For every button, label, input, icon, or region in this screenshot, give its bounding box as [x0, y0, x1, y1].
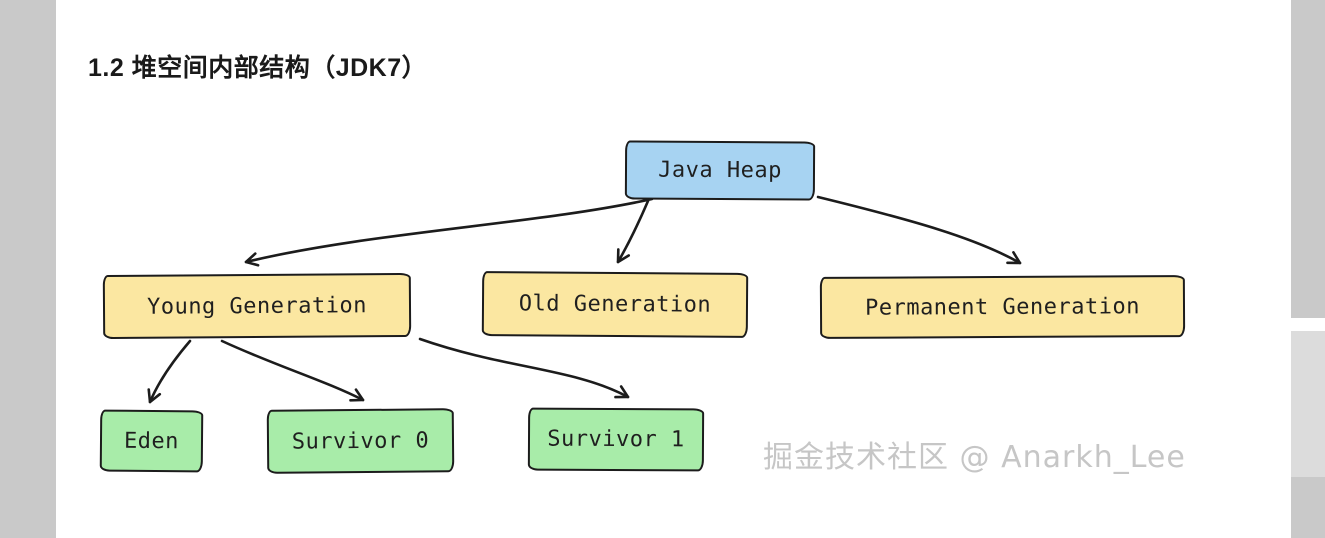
watermark: 掘金技术社区 @ Anarkh_Lee [763, 440, 1186, 475]
arrow-java-heap-to-permanent-generation [816, 195, 1022, 265]
node-old-generation: Old Generation [481, 271, 749, 338]
node-survivor-1-label: Survivor 1 [547, 426, 685, 453]
arrow-java-heap-to-old-generation [616, 199, 650, 264]
left-gutter [0, 0, 56, 538]
right-gutter-panel [1291, 331, 1325, 477]
node-permanent-generation-label: Permanent Generation [864, 293, 1141, 321]
node-young-generation-label: Young Generation [146, 292, 368, 320]
section-heading: 1.2 堆空间内部结构（JDK7） [88, 54, 428, 82]
node-survivor-1: Survivor 1 [527, 407, 705, 472]
right-gutter-top [1291, 0, 1325, 318]
arrow-java-heap-to-young-generation [244, 197, 654, 267]
node-java-heap: Java Heap [624, 140, 816, 201]
node-survivor-0-label: Survivor 0 [291, 427, 430, 455]
node-young-generation: Young Generation [102, 272, 412, 340]
node-survivor-0: Survivor 0 [266, 408, 455, 474]
arrow-young-generation-to-survivor-1 [418, 337, 630, 399]
node-eden-label: Eden [123, 428, 180, 454]
node-eden: Eden [99, 409, 204, 473]
arrow-young-generation-to-eden [147, 339, 192, 404]
node-old-generation-label: Old Generation [518, 291, 712, 318]
arrow-young-generation-to-survivor-0 [220, 339, 365, 402]
right-gutter-bottom [1291, 477, 1325, 538]
node-permanent-generation: Permanent Generation [819, 275, 1186, 339]
node-java-heap-label: Java Heap [658, 157, 782, 184]
